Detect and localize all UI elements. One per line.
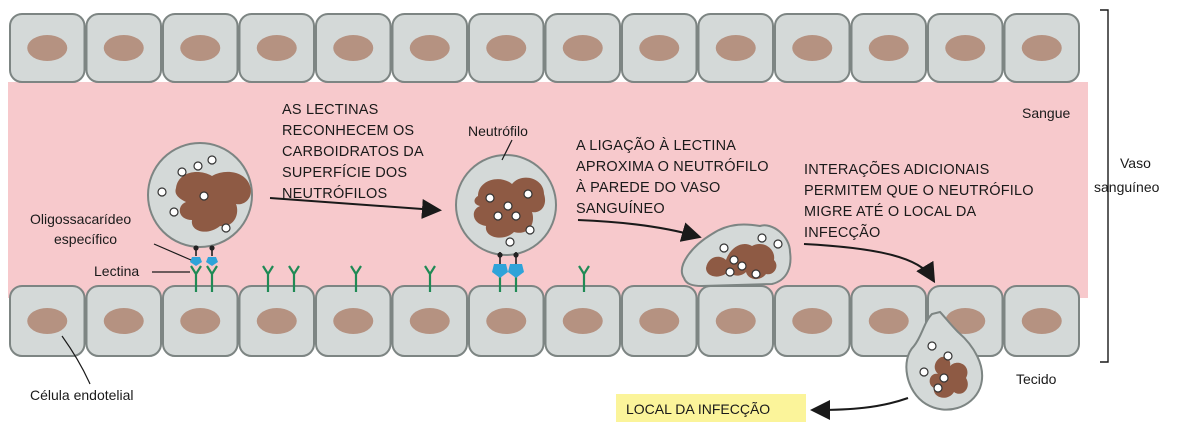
- endothelial-nucleus: [945, 308, 986, 334]
- neutrophil-bound: [455, 154, 557, 278]
- endothelial-nucleus: [562, 35, 603, 61]
- label-oligossacarideo: Oligossacarídeo: [30, 211, 131, 227]
- leader-oligossacarideo: [153, 243, 192, 261]
- neutrophil-adhered: [681, 223, 792, 288]
- step3-text: INTERAÇÕES ADICIONAIS PERMITEM QUE O NEU…: [804, 161, 1038, 241]
- endothelial-nucleus: [409, 308, 450, 334]
- label-lectina: Lectina: [94, 263, 139, 279]
- step1-text: AS LECTINAS RECONHECEM OS CARBOIDRATOS D…: [282, 102, 427, 202]
- arrow-step1: [269, 197, 442, 219]
- bottom-endothelium: [9, 285, 1080, 357]
- endothelial-nucleus: [945, 35, 986, 61]
- step2-text: A LIGAÇÃO À LECTINA APROXIMA O NEUTRÓFIL…: [576, 137, 773, 217]
- endothelial-nucleus: [639, 308, 680, 334]
- lectin: [288, 265, 300, 292]
- label-celula-endotelial: Célula endotelial: [30, 387, 134, 403]
- leader-neutrofilo: [501, 139, 513, 161]
- endothelial-nucleus: [27, 35, 68, 61]
- endothelial-nucleus: [1021, 308, 1062, 334]
- endothelial-nucleus: [180, 35, 221, 61]
- neutrophil-free: [147, 142, 253, 266]
- endothelial-nucleus: [562, 308, 603, 334]
- endothelial-nucleus: [103, 35, 144, 61]
- endothelial-nucleus: [868, 308, 909, 334]
- endothelial-nucleus: [409, 35, 450, 61]
- endothelial-nucleus: [715, 308, 756, 334]
- lectin: [190, 265, 202, 292]
- label-sangue: Sangue: [1022, 105, 1070, 121]
- endothelial-nucleus: [486, 308, 527, 334]
- lectin: [578, 265, 590, 292]
- endothelial-nucleus: [868, 35, 909, 61]
- endothelial-nucleus: [1021, 35, 1062, 61]
- lectin: [350, 265, 362, 292]
- arrow-to-infection: [810, 397, 909, 420]
- label-neutrofilo: Neutrófilo: [468, 123, 528, 139]
- endothelial-nucleus: [333, 35, 374, 61]
- endothelial-nucleus: [639, 35, 680, 61]
- endothelial-nucleus: [715, 35, 756, 61]
- vessel-bracket: [1100, 9, 1109, 363]
- endothelial-nucleus: [256, 308, 297, 334]
- label-local-infeccao: LOCAL DA INFECÇÃO: [626, 401, 770, 417]
- endothelial-nucleus: [180, 308, 221, 334]
- label-oligossacarideo-2: específico: [54, 231, 117, 247]
- label-vaso-2: sanguíneo: [1094, 179, 1160, 195]
- arrow-step2: [577, 219, 702, 242]
- lectin: [206, 265, 218, 292]
- endothelial-nucleus: [256, 35, 297, 61]
- lectin: [262, 265, 274, 292]
- endothelial-nucleus: [333, 308, 374, 334]
- infection-site-box: [616, 394, 806, 422]
- endothelial-nucleus: [792, 35, 833, 61]
- label-tecido: Tecido: [1016, 371, 1057, 387]
- endothelial-nucleus: [27, 308, 68, 334]
- arrow-step3: [803, 243, 936, 284]
- neutrophil-migrated: [905, 310, 984, 411]
- oligosaccharide-marker: [190, 257, 202, 266]
- neutrophil-nucleus: [175, 171, 251, 232]
- label-vaso: Vaso: [1120, 155, 1151, 171]
- leader-celula-endotelial: [61, 335, 91, 385]
- lectin: [424, 265, 436, 292]
- top-endothelium: [9, 13, 1080, 83]
- endothelial-nucleus: [792, 308, 833, 334]
- endothelial-nucleus: [486, 35, 527, 61]
- endothelial-nucleus: [103, 308, 144, 334]
